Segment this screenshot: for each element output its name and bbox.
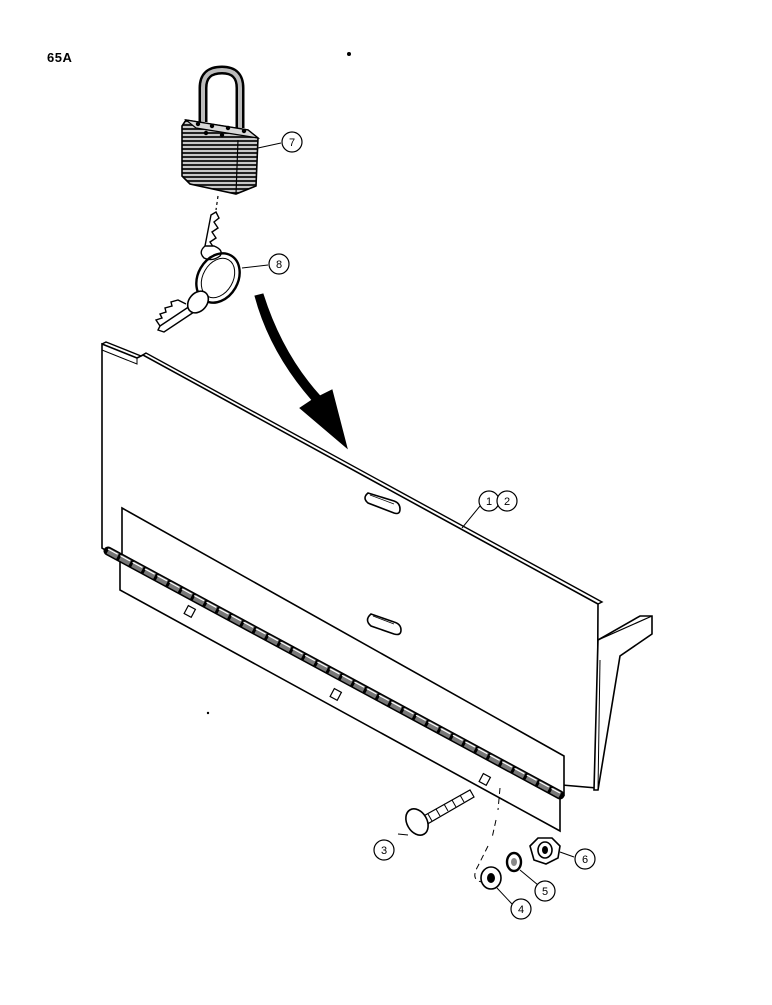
leader-1-2 xyxy=(461,505,481,529)
callout-6: 6 xyxy=(574,848,596,870)
lock-washer xyxy=(505,851,523,873)
stray-mark-2 xyxy=(206,711,210,715)
callout-8-label: 8 xyxy=(276,259,282,271)
side-bracket xyxy=(593,615,653,791)
leader-8 xyxy=(241,264,269,269)
carriage-bolt xyxy=(405,789,475,836)
padlock xyxy=(181,65,261,211)
page-code: 65A xyxy=(47,50,73,65)
callout-2: 2 xyxy=(496,490,518,512)
callout-5: 5 xyxy=(534,880,556,902)
key-ring xyxy=(154,211,241,333)
flat-washer xyxy=(480,866,502,890)
leader-4 xyxy=(496,887,513,905)
assembly-arrow xyxy=(254,293,348,450)
callout-7-label: 7 xyxy=(289,137,295,149)
hex-nut xyxy=(529,837,561,865)
hinge-plate xyxy=(103,506,565,833)
callout-8: 8 xyxy=(268,253,290,275)
leader-5 xyxy=(519,869,539,886)
callout-6-label: 6 xyxy=(582,854,588,866)
leader-7 xyxy=(257,142,282,149)
callout-2-label: 2 xyxy=(504,496,510,508)
callout-1: 1 xyxy=(478,490,500,512)
callout-7: 7 xyxy=(281,131,303,153)
stray-mark xyxy=(347,52,351,56)
assembly-path xyxy=(474,787,501,883)
callout-5-label: 5 xyxy=(542,886,548,898)
callout-3: 3 xyxy=(373,839,395,861)
leader-6 xyxy=(559,851,575,858)
leader-3 xyxy=(397,833,409,836)
callout-4-label: 4 xyxy=(518,904,524,916)
callout-3-label: 3 xyxy=(381,845,387,857)
callout-1-label: 1 xyxy=(486,496,492,508)
callout-4: 4 xyxy=(510,898,532,920)
